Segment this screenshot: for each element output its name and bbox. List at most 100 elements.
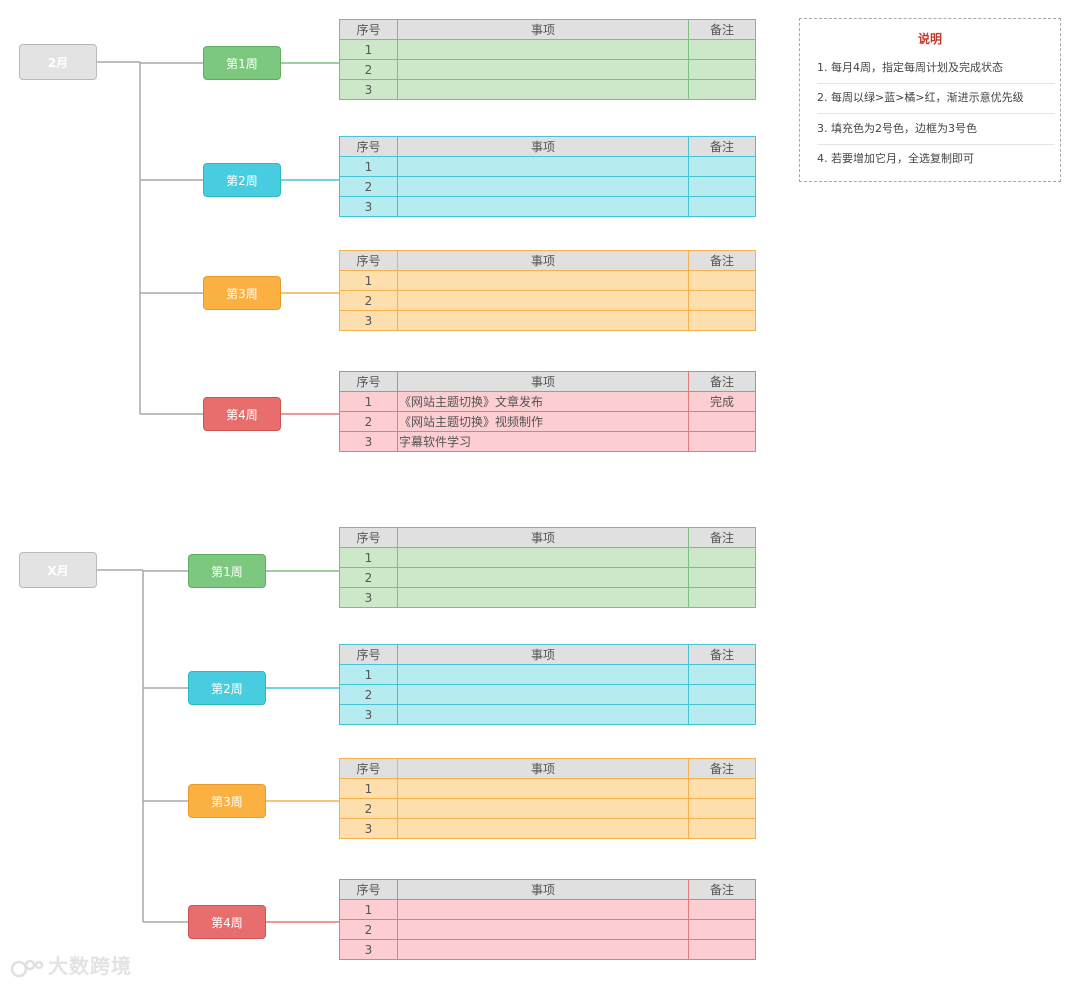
header-no: 序号 [339, 644, 398, 665]
row-note-cell[interactable] [688, 270, 756, 291]
row-no-cell[interactable]: 1 [339, 899, 398, 920]
row-item-cell[interactable] [397, 196, 689, 217]
row-item-cell[interactable] [397, 59, 689, 80]
row-note-cell[interactable] [688, 431, 756, 452]
row-item-cell[interactable] [397, 664, 689, 685]
row-no-cell[interactable]: 2 [339, 176, 398, 197]
header-item: 事项 [397, 19, 689, 40]
row-no-cell[interactable]: 1 [339, 156, 398, 177]
row-item-cell[interactable] [397, 587, 689, 608]
week-node: 第4周 [203, 397, 281, 431]
row-note-cell[interactable] [688, 939, 756, 960]
row-item-cell[interactable] [397, 798, 689, 819]
table-header-row: 序号事项备注 [339, 19, 756, 40]
row-no-cell[interactable]: 2 [339, 59, 398, 80]
legend-title: 说明 [917, 32, 942, 46]
table-row: 2《网站主题切换》视频制作 [339, 411, 756, 432]
row-no-cell[interactable]: 3 [339, 431, 398, 452]
row-no-cell[interactable]: 3 [339, 587, 398, 608]
row-item-cell[interactable] [397, 270, 689, 291]
row-note-cell[interactable] [688, 59, 756, 80]
row-item-cell[interactable] [397, 704, 689, 725]
row-item-cell[interactable] [397, 310, 689, 331]
row-note-cell[interactable] [688, 704, 756, 725]
row-no-cell[interactable]: 2 [339, 684, 398, 705]
row-no-cell[interactable]: 1 [339, 547, 398, 568]
legend-item: 4. 若要增加它月，全选复制即可 [817, 152, 974, 165]
row-note-cell[interactable] [688, 899, 756, 920]
row-item-cell[interactable] [397, 778, 689, 799]
row-item-cell[interactable] [397, 684, 689, 705]
row-no-cell[interactable]: 1 [339, 664, 398, 685]
row-item-cell[interactable] [397, 939, 689, 960]
legend-panel: 说明 1. 每月4周，指定每周计划及完成状态 2. 每周以绿>蓝>橘>红，渐进示… [799, 18, 1061, 182]
row-note-cell[interactable] [688, 567, 756, 588]
table-row: 2 [339, 684, 756, 705]
row-no-cell[interactable]: 2 [339, 919, 398, 940]
row-no-cell[interactable]: 1 [339, 270, 398, 291]
row-no-cell[interactable]: 3 [339, 939, 398, 960]
row-item-cell[interactable] [397, 547, 689, 568]
week-node: 第3周 [188, 784, 266, 818]
header-note: 备注 [688, 136, 756, 157]
row-no-cell[interactable]: 1 [339, 778, 398, 799]
header-note: 备注 [688, 527, 756, 548]
row-note-cell[interactable] [688, 547, 756, 568]
row-note-cell[interactable] [688, 664, 756, 685]
row-item-cell[interactable] [397, 919, 689, 940]
row-note-cell[interactable] [688, 919, 756, 940]
row-item-cell[interactable] [397, 290, 689, 311]
watermark-text: 大数跨境 [48, 954, 132, 978]
row-no-cell[interactable]: 3 [339, 704, 398, 725]
row-note-cell[interactable] [688, 411, 756, 432]
row-note-cell[interactable] [688, 196, 756, 217]
week-node: 第4周 [188, 905, 266, 939]
table-row: 2 [339, 176, 756, 197]
row-no-cell[interactable]: 3 [339, 818, 398, 839]
header-no: 序号 [339, 758, 398, 779]
row-item-cell[interactable] [397, 156, 689, 177]
header-no: 序号 [339, 527, 398, 548]
row-note-cell[interactable] [688, 39, 756, 60]
row-item-cell[interactable]: 字幕软件学习 [397, 431, 689, 452]
row-item-cell[interactable] [397, 79, 689, 100]
row-note-cell[interactable]: 完成 [688, 391, 756, 412]
row-item-cell[interactable] [397, 818, 689, 839]
row-item-cell[interactable] [397, 899, 689, 920]
row-item-cell[interactable]: 《网站主题切换》视频制作 [397, 411, 689, 432]
header-no: 序号 [339, 136, 398, 157]
row-no-cell[interactable]: 3 [339, 310, 398, 331]
row-no-cell[interactable]: 3 [339, 196, 398, 217]
row-no-cell[interactable]: 3 [339, 79, 398, 100]
header-note: 备注 [688, 758, 756, 779]
row-no-cell[interactable]: 1 [339, 391, 398, 412]
row-item-cell[interactable]: 《网站主题切换》文章发布 [397, 391, 689, 412]
row-note-cell[interactable] [688, 684, 756, 705]
row-no-cell[interactable]: 2 [339, 567, 398, 588]
table-row: 1《网站主题切换》文章发布完成 [339, 391, 756, 412]
row-no-cell[interactable]: 2 [339, 411, 398, 432]
table-row: 1 [339, 547, 756, 568]
row-note-cell[interactable] [688, 818, 756, 839]
week-node: 第1周 [203, 46, 281, 80]
row-item-cell[interactable] [397, 176, 689, 197]
header-item: 事项 [397, 136, 689, 157]
row-item-cell[interactable] [397, 39, 689, 60]
row-note-cell[interactable] [688, 79, 756, 100]
row-note-cell[interactable] [688, 156, 756, 177]
row-note-cell[interactable] [688, 778, 756, 799]
row-note-cell[interactable] [688, 290, 756, 311]
row-no-cell[interactable]: 2 [339, 798, 398, 819]
row-item-cell[interactable] [397, 567, 689, 588]
table-row: 1 [339, 156, 756, 177]
row-no-cell[interactable]: 2 [339, 290, 398, 311]
table-row: 3 [339, 79, 756, 100]
row-note-cell[interactable] [688, 587, 756, 608]
row-note-cell[interactable] [688, 310, 756, 331]
row-note-cell[interactable] [688, 176, 756, 197]
row-no-cell[interactable]: 1 [339, 39, 398, 60]
row-note-cell[interactable] [688, 798, 756, 819]
